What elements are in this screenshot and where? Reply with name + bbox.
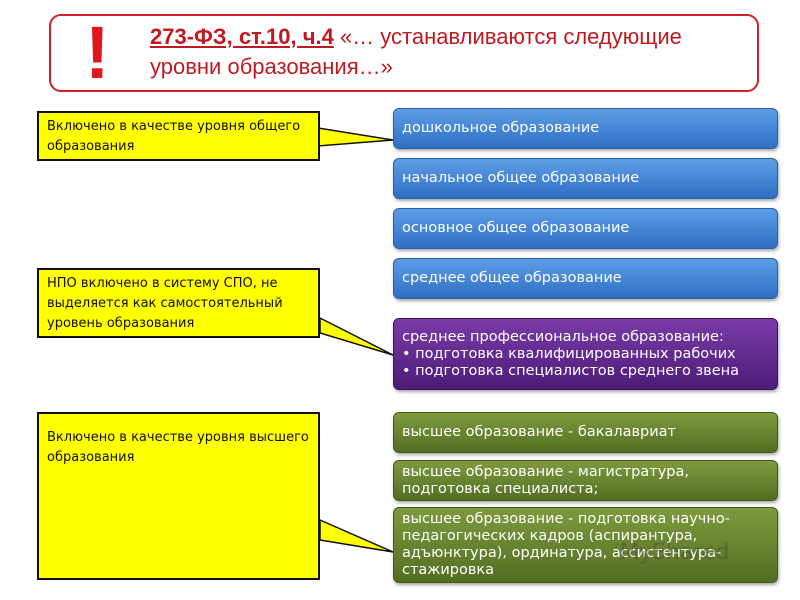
vocational-item: • подготовка квалифицированных рабочих [402,345,736,362]
level-postgraduate: высшее образование - подготовка научно-п… [393,507,778,583]
level-preschool: дошкольное образование [393,108,778,149]
vocational-item: • подготовка специалистов среднего звена [402,362,739,379]
callout-general: Включено в качестве уровня общего образо… [37,111,320,161]
vocational-title: среднее профессиональное образование: [402,328,724,345]
callout-npo: НПО включено в систему СПО, не выделяетс… [37,268,320,338]
law-reference: 273-ФЗ, ст.10, ч.4 [150,24,334,49]
level-secondary: среднее общее образование [393,258,778,299]
law-quote: «… устанавливаются следующие уровни обра… [150,24,682,79]
header-frame [49,14,759,92]
exclamation-icon: ! [85,11,110,94]
header-text: 273-ФЗ, ст.10, ч.4 «… устанавливаются сл… [150,22,750,82]
level-bachelor: высшее образование - бакалавриат [393,412,778,453]
pointer-2 [319,316,394,356]
pointer-3 [319,518,394,553]
level-master: высшее образование - магистратура, подго… [393,460,778,501]
level-primary: начальное общее образование [393,158,778,199]
watermark-logo: MyShared [620,540,730,565]
level-vocational: среднее профессиональное образование: • … [393,318,778,390]
pointer-1 [317,127,394,147]
level-basic: основное общее образование [393,208,778,249]
callout-higher: Включено в качестве уровня высшего образ… [37,412,320,580]
